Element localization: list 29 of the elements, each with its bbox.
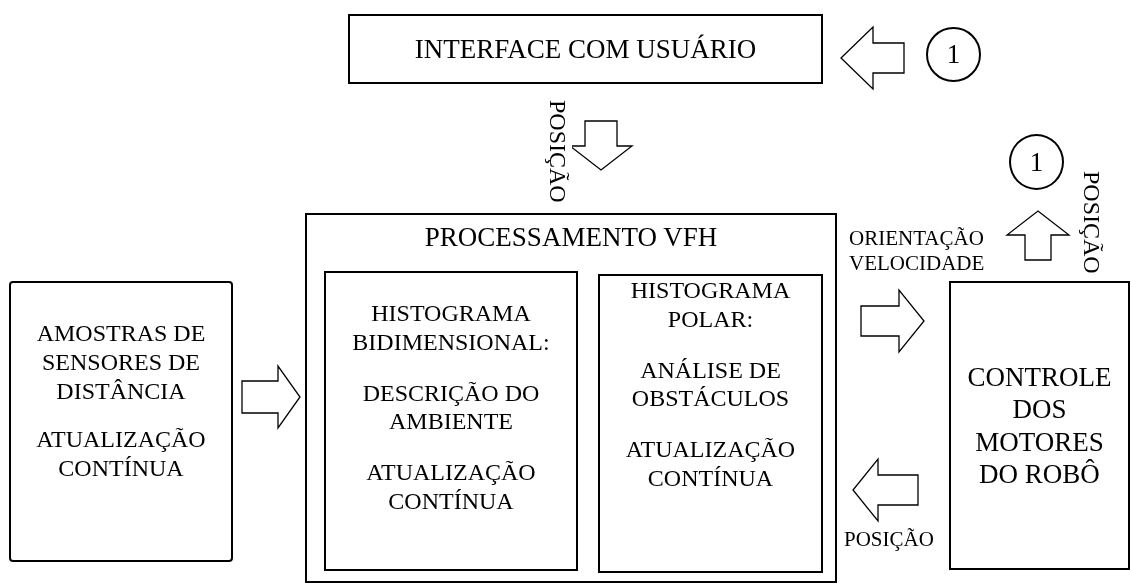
block-arrow	[1005, 210, 1071, 261]
process-box	[598, 274, 823, 573]
number-circle	[926, 27, 981, 82]
block-arrow	[840, 25, 905, 91]
box-heading: PROCESSAMENTO VFH	[424, 221, 718, 254]
box-label: ATUALIZAÇÃO CONTÍNUA	[365, 458, 537, 516]
box-label: DESCRIÇÃO DO AMBIENTE	[361, 378, 541, 437]
box-label: 1	[946, 38, 961, 71]
block-arrow	[241, 363, 301, 431]
box-label: AMOSTRAS DE SENSORES DE DISTÂNCIA	[35, 319, 207, 406]
process-box	[348, 14, 823, 84]
process-box	[9, 281, 233, 562]
edge-label: POSIÇÃO	[543, 100, 572, 203]
edge-label: POSIÇÃO	[844, 527, 934, 553]
process-box	[324, 271, 578, 571]
box-label: ATUALIZAÇÃO CONTÍNUA	[35, 425, 207, 483]
box-label: 1	[1029, 145, 1044, 179]
box-label: ATUALIZAÇÃO CONTÍNUA	[624, 435, 797, 493]
box-label: INTERFACE COM USUÁRIO	[414, 32, 757, 66]
edge-label: POSIÇÃO	[1077, 171, 1106, 274]
box-label: CONTROLE DOS MOTORES DO ROBÔ	[967, 360, 1112, 491]
process-box	[949, 281, 1130, 570]
number-circle	[1009, 134, 1064, 190]
process-box	[305, 213, 837, 583]
box-label: ANÁLISE DE OBSTÁCULOS	[630, 355, 791, 414]
block-arrow	[860, 288, 925, 354]
block-arrow	[852, 457, 919, 523]
box-label: HISTOGRAMA POLAR:	[629, 276, 792, 334]
box-label: HISTOGRAMA BIDIMENSIONAL:	[351, 299, 551, 357]
